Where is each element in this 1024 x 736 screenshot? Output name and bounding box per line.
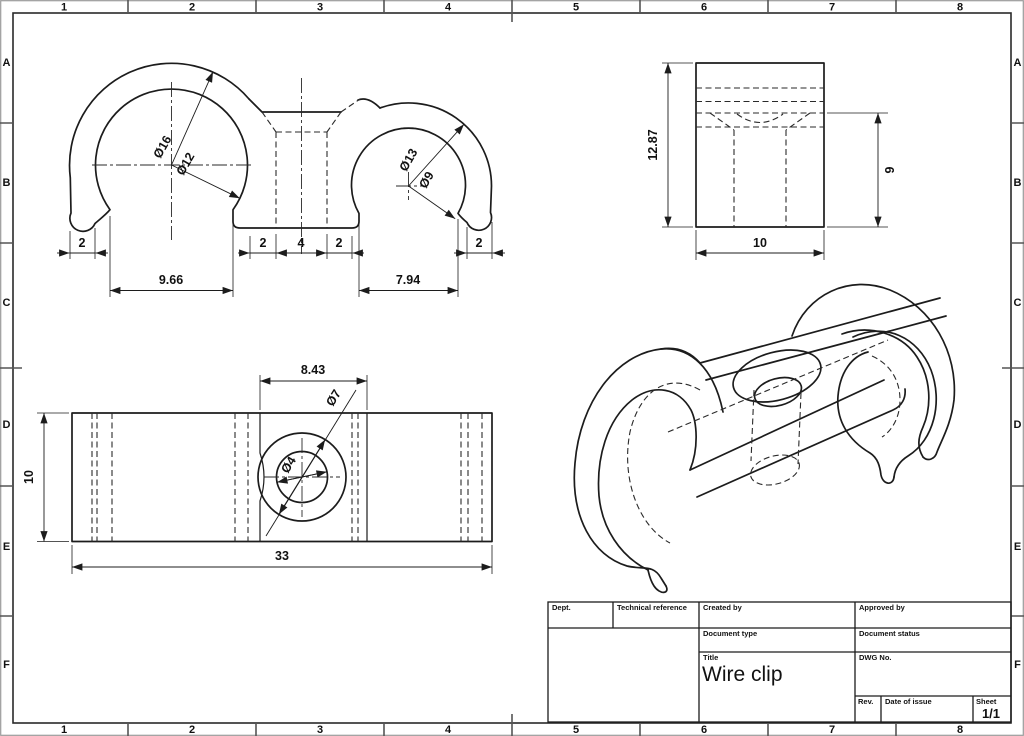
grid-col-label: 7 [829,2,835,14]
grid-col-label: 6 [701,2,707,14]
grid-row-label: B [3,177,11,189]
grid-row-label: C [1014,297,1022,309]
grid-row-label: E [1014,541,1021,553]
grid-row-label: B [1014,177,1022,189]
grid-col-label: 2 [189,724,195,736]
top-view-outline [71,412,493,543]
dim-side-height: 12.87 [646,129,660,160]
dim-dia4: Ø4 [278,454,299,476]
dim-dia7: Ø7 [323,387,344,409]
grid-row-label: D [1014,419,1022,431]
top-countersink-circle [257,432,347,522]
grid-col-label: 4 [445,2,452,14]
iso-plate [689,379,885,471]
side-view-outline [695,62,825,228]
side-hidden-countersink [709,112,811,227]
dim-side-width: 10 [753,236,767,250]
dim-mid-left: 2 [260,236,267,250]
isometric-view [573,283,956,594]
dim-tip-left: 2 [79,236,86,250]
iso-hidden-lines [627,382,701,544]
grid-col-label: 7 [829,724,835,736]
grid-col-label: 8 [957,724,963,736]
iso-countersink [732,349,822,408]
date-of-issue-label: Date of issue [885,697,932,706]
document-type-label: Document type [703,629,757,638]
grid-column-labels-top: 1 2 3 4 5 6 7 8 [61,2,963,14]
rev-label: Rev. [858,697,873,706]
grid-row-label: E [3,541,10,553]
front-hidden-hole [261,111,342,228]
grid-col-label: 3 [317,724,323,736]
grid-row-label: C [3,297,11,309]
technical-reference-label: Technical reference [617,603,687,612]
document-status-label: Document status [859,629,920,638]
drawing-title: Wire clip [702,663,783,686]
grid-row-label: F [1014,659,1021,671]
front-view: Ø16 Ø12 Ø13 Ø9 2 9.66 2 4 2 7.94 2 [57,62,505,297]
dim-mid-center: 4 [298,236,305,250]
dim-top-width: 10 [22,470,36,484]
dim-dia16: Ø16 [151,133,175,161]
side-view: 12.87 9 10 [646,62,897,260]
grid-column-labels-bottom: 1 2 3 4 5 6 7 8 [61,724,963,736]
dim-opening-left: 9.66 [159,273,183,287]
iso-left-hook [573,347,724,587]
top-view: Ø7 Ø4 8.43 10 33 [22,363,493,574]
grid-col-label: 4 [445,724,452,736]
dept-label: Dept. [552,603,571,612]
dim-tip-right: 2 [476,236,483,250]
grid-row-label: F [3,659,10,671]
grid-row-label: D [3,419,11,431]
grid-col-label: 1 [61,2,67,14]
approved-by-label: Approved by [859,603,906,612]
dwg-no-label: DWG No. [859,653,892,662]
grid-col-label: 8 [957,2,963,14]
front-view-outline [68,62,493,233]
dim-side-hole-depth: 9 [883,166,897,173]
sheet-number: 1/1 [982,706,1000,721]
dim-dia9: Ø9 [416,169,436,190]
title-block: Dept. Technical reference Created by App… [547,601,1012,723]
dim-top-length: 33 [275,549,289,563]
dim-mid-right: 2 [336,236,343,250]
grid-row-labels-left: A B C D E F [3,57,11,671]
dim-dia13: Ø13 [397,146,421,174]
grid-col-label: 2 [189,2,195,14]
grid-col-label: 3 [317,2,323,14]
grid-col-label: 5 [573,724,579,736]
title-label: Title [703,653,718,662]
grid-col-label: 5 [573,2,579,14]
grid-col-label: 1 [61,724,67,736]
side-hidden-lines [696,87,824,128]
dim-web-width: 8.43 [301,363,325,377]
grid-row-label: A [3,57,11,69]
sheet-label: Sheet [976,697,997,706]
iso-right-hook [791,283,956,461]
grid-row-label: A [1014,57,1022,69]
dim-opening-right: 7.94 [396,273,420,287]
dim-dia12: Ø12 [174,150,198,178]
created-by-label: Created by [703,603,743,612]
top-hidden-lines [91,413,483,542]
grid-col-label: 6 [701,724,707,736]
grid-row-labels-right: A B C D E F [1014,57,1022,671]
